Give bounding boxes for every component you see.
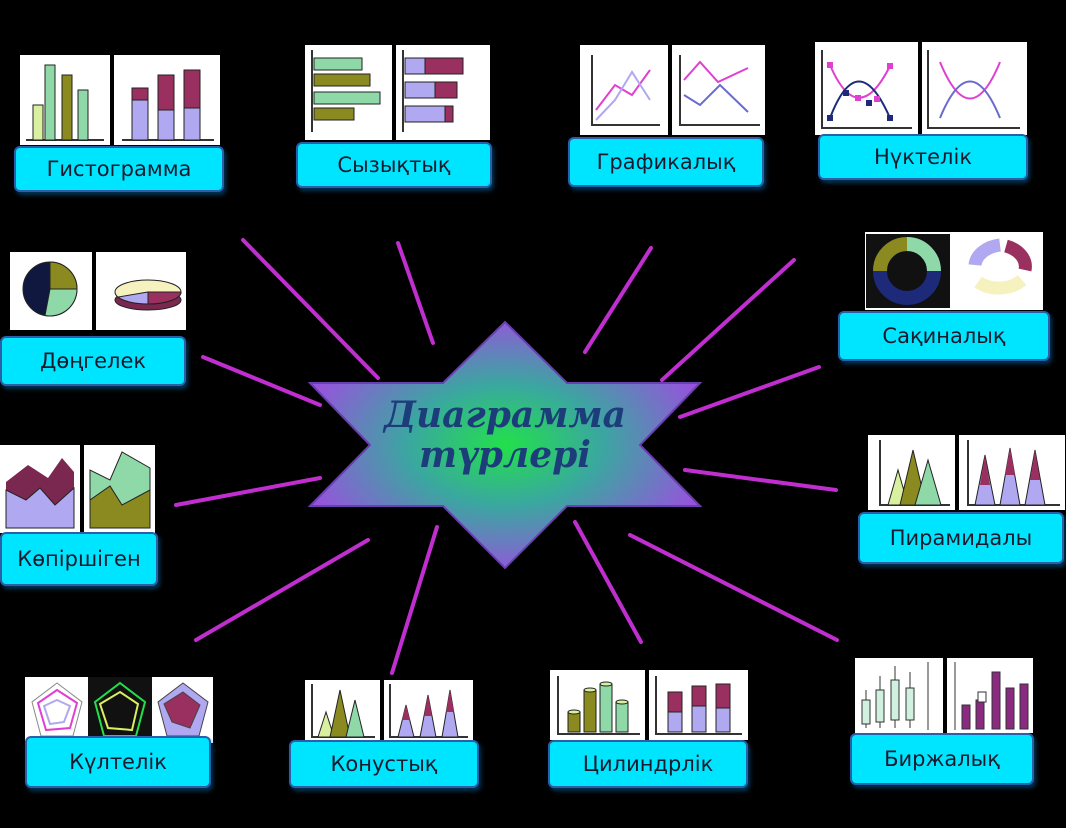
label-cylinder: Цилиндрлік [548,740,748,788]
ray-cylinder [573,520,643,644]
central-star [307,320,703,570]
area-thumbnail [0,445,155,533]
stock-thumbnail [855,658,1033,733]
label-pie: Дөңгелек [0,336,186,386]
label-stock: Биржалық [850,733,1034,785]
label-cone: Конустық [289,740,479,788]
ray-doughnut [678,365,821,419]
ray-pie [201,355,322,407]
ray-cone [390,525,439,675]
line-thumbnail [580,45,765,135]
ray-bar [396,241,435,345]
label-radar: Күлтелік [25,736,211,788]
ray-stock [628,533,839,642]
ray-area [174,476,322,507]
label-area: Көпіршіген [0,532,158,586]
connector-rays [174,238,839,675]
cylinder-thumbnail [550,670,748,740]
ray-line [583,246,653,354]
center-title-line1: Диаграмма [383,394,627,436]
label-histogram: Гистограмма [14,146,224,192]
doughnut-thumbnail [865,232,1043,310]
scatter-thumbnail [815,42,1027,135]
label-line: Графикалық [568,137,764,187]
label-pyramid: Пирамидалы [858,512,1064,564]
ray-scatter [660,258,796,382]
cone-thumbnail [305,680,473,742]
label-bar: Сызықтық [296,142,492,188]
histogram-thumbnail [20,55,220,145]
center-title-line2: түрлері [419,434,591,476]
bar-thumbnail [305,45,490,140]
label-scatter: Нүктелік [818,134,1028,180]
radar-thumbnail [25,677,213,743]
label-doughnut: Сақиналық [838,311,1050,361]
pie-thumbnail [10,252,186,330]
center-title: Диаграмма түрлері [360,395,650,475]
pyramid-thumbnail [868,435,1065,510]
ray-histogram [241,238,380,380]
ray-radar [194,538,370,642]
ray-pyramid [683,468,838,492]
